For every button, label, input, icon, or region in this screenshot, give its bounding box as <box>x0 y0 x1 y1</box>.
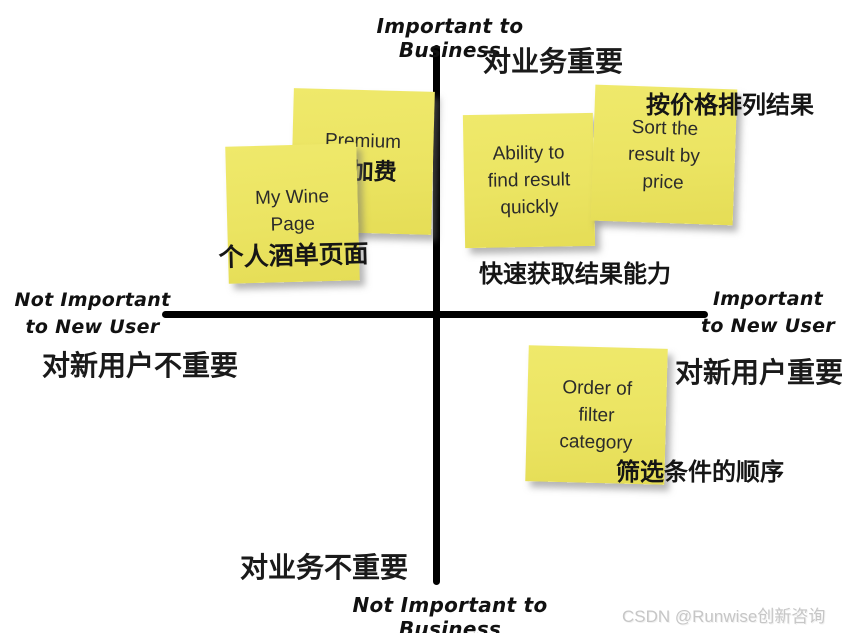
note-text-line: Page <box>270 213 316 236</box>
note-text-line: Ability to <box>492 142 565 165</box>
note-text-line: My Wine <box>254 186 330 209</box>
axis-label-right-zh: 对新用户重要 <box>675 357 844 388</box>
horizontal-axis-line <box>162 311 708 318</box>
note-text-line: result by <box>627 143 701 167</box>
note-text-line: find result <box>487 169 571 192</box>
axis-label-bottom-en: Not Important to Business <box>352 593 548 633</box>
axis-label-left-zh: 对新用户不重要 <box>42 350 239 381</box>
csdn-watermark: CSDN @Runwise创新咨询 <box>622 607 826 626</box>
note-caption-order-zh: 筛选条件的顺序 <box>616 459 784 486</box>
axis-label-right-en-line2: to New User <box>701 315 835 337</box>
axis-label-left-en-line2: to New User <box>25 316 160 338</box>
note-text-zh: 个人酒单页面 <box>218 240 369 272</box>
note-caption-ability-zh: 快速获取结果能力 <box>479 261 671 288</box>
axis-label-left-en-line1: Not Important <box>14 289 171 311</box>
axis-label-top-en: Important to Business <box>376 14 524 62</box>
axis-label-top-zh: 对业务重要 <box>483 46 624 77</box>
note-text-line: Order of <box>562 376 633 400</box>
sticky-note-ability-to-find: Ability to find result quickly <box>462 112 596 249</box>
note-text-line: quickly <box>500 196 559 219</box>
note-text-line: filter <box>578 404 615 426</box>
note-caption-sort-zh: 按价格排列结果 <box>646 92 814 119</box>
axis-label-right-en: Important to New User <box>688 286 848 340</box>
note-text-line: price <box>642 170 685 194</box>
axis-label-left-en: Not Important to New User <box>10 287 175 341</box>
axis-label-bottom-zh: 对业务不重要 <box>240 552 409 583</box>
axis-label-right-en-line1: Important <box>712 288 824 310</box>
sticky-note-my-wine-page: My Wine Page 个人酒单页面 <box>218 143 369 284</box>
